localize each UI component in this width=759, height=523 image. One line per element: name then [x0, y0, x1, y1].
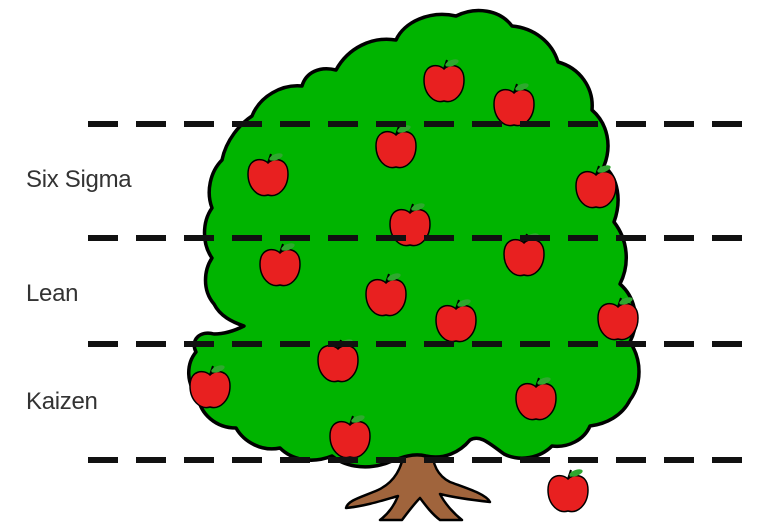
apple	[548, 468, 588, 512]
tier-label-six-sigma: Six Sigma	[26, 166, 131, 194]
tier-label-lean: Lean	[26, 280, 78, 308]
tier-label-kaizen: Kaizen	[26, 388, 98, 416]
